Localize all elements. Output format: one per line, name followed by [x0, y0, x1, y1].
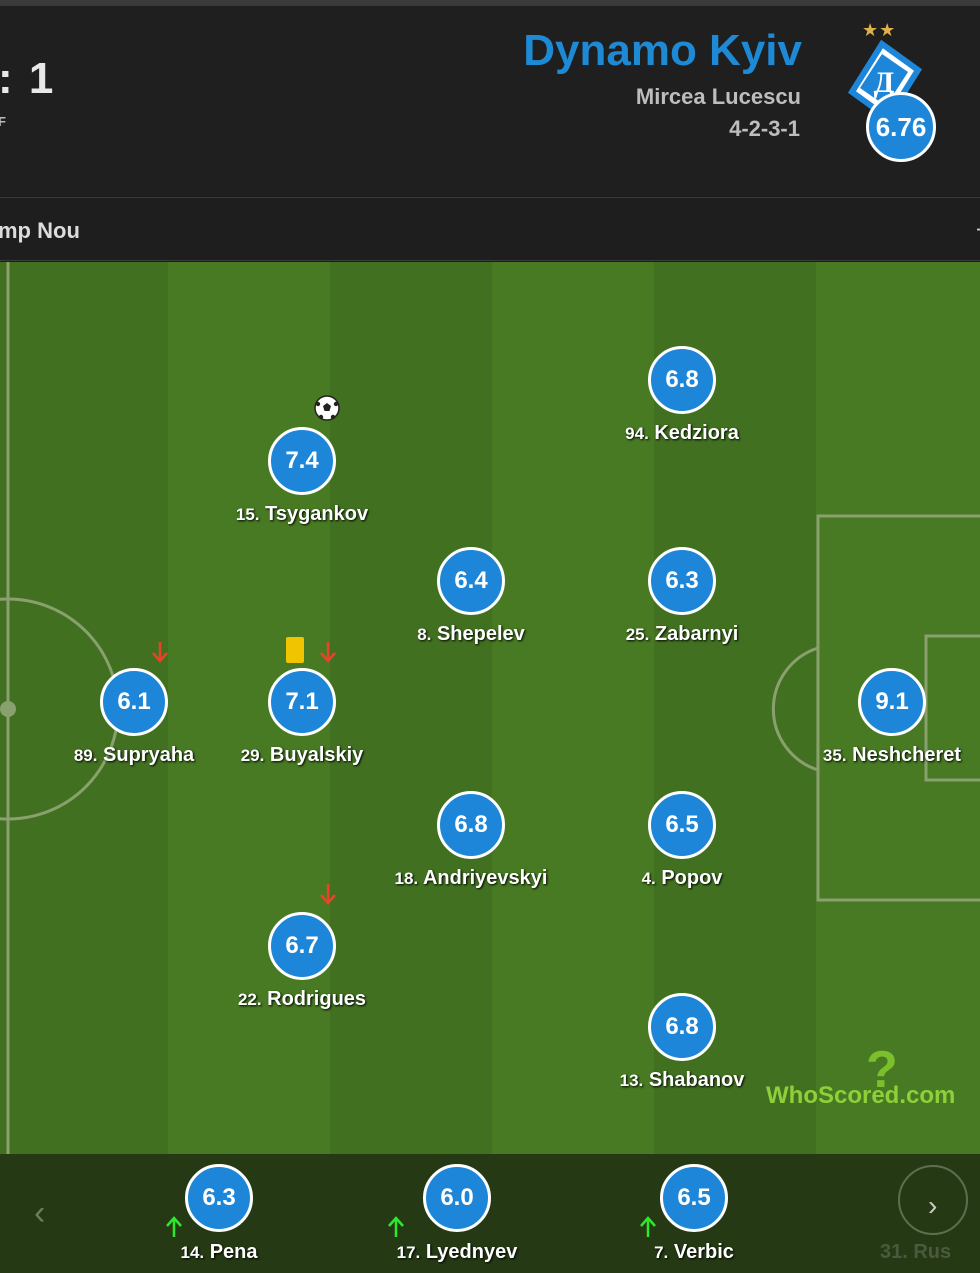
player-name: 94. Kedziora — [625, 422, 739, 444]
watermark-text: WhoScored.com — [766, 1082, 956, 1109]
sub-off-arrow-icon — [320, 884, 336, 905]
stars-icon: ★★ — [862, 20, 897, 40]
sub-verbic[interactable]: 6.5 7. Verbic — [594, 1154, 794, 1273]
score-status: F — [0, 114, 6, 129]
top-border — [0, 0, 980, 6]
player-name: 18. Andriyevskyi — [394, 867, 548, 889]
player-rating: 6.8 — [648, 346, 716, 414]
manager-name: Mircea Lucescu — [635, 84, 801, 109]
player-andriyevskyi[interactable]: 6.8 18. Andriyevskyi — [371, 791, 571, 901]
player-buyalskiy[interactable]: 7.1 29. Buyalskiy — [202, 668, 402, 778]
player-rating: 6.8 — [437, 791, 505, 859]
player-kedziora[interactable]: 6.8 94. Kedziora — [582, 346, 782, 456]
player-rating: 7.4 — [268, 427, 336, 495]
venue-trailing: - — [976, 215, 980, 243]
venue-bar: mp Nou - — [0, 197, 980, 261]
sub-off-arrow-icon — [320, 642, 336, 663]
score: : 1 — [0, 54, 56, 103]
sub-on-arrow-icon — [166, 1216, 182, 1237]
player-rating: 6.1 — [100, 668, 168, 736]
team-name[interactable]: Dynamo Kyiv — [523, 26, 802, 75]
player-name: 25. Zabarnyi — [625, 623, 739, 645]
team-rating: 6.76 — [866, 92, 936, 162]
svg-text:Д: Д — [874, 66, 895, 99]
player-shabanov[interactable]: 6.8 13. Shabanov — [582, 993, 782, 1103]
sub-faded-name: 31. Rus — [880, 1241, 952, 1263]
match-header: : 1 F Dynamo Kyiv Mircea Lucescu 4-2-3-1 — [0, 6, 980, 196]
player-name: 15. Tsygankov — [235, 503, 369, 525]
watermark-q-icon: ? — [866, 1041, 898, 1099]
sub-off-arrow-icon — [152, 642, 168, 663]
player-rating: 6.8 — [648, 993, 716, 1061]
player-rating: 6.7 — [268, 912, 336, 980]
player-name: 29. Buyalskiy — [240, 744, 364, 766]
venue-name: mp Nou — [0, 218, 80, 243]
player-rating: 6.5 — [648, 791, 716, 859]
player-zabarnyi[interactable]: 6.3 25. Zabarnyi — [582, 547, 782, 657]
player-name: 8. Shepelev — [417, 623, 525, 645]
player-name: 14. Pena — [180, 1241, 258, 1263]
player-name: 4. Popov — [641, 867, 723, 889]
player-rating: 6.3 — [648, 547, 716, 615]
next-arrow-icon[interactable]: › — [928, 1190, 938, 1221]
yellow-card-icon — [286, 637, 304, 663]
player-name: 7. Verbic — [654, 1241, 734, 1263]
sub-on-arrow-icon — [388, 1216, 404, 1237]
player-neshcheret[interactable]: 9.1 35. Neshcheret — [792, 668, 980, 778]
pitch: 6.8 94. Kedziora 7.4 15. Tsygankov 6.4 8… — [0, 262, 980, 1154]
whoscored-watermark: ? WhoScored.com — [766, 1041, 956, 1110]
player-rating: 6.3 — [185, 1164, 253, 1232]
player-popov[interactable]: 6.5 4. Popov — [582, 791, 782, 901]
player-name: 22. Rodrigues — [237, 988, 367, 1010]
sub-lyednyev[interactable]: 6.0 17. Lyednyev — [357, 1154, 557, 1273]
substitutes-bar: ‹ — [0, 1154, 980, 1273]
player-name: 13. Shabanov — [619, 1069, 745, 1091]
next-button[interactable] — [898, 1165, 968, 1235]
player-name: 35. Neshcheret — [822, 744, 962, 766]
player-rating: 7.1 — [268, 668, 336, 736]
player-rating: 6.4 — [437, 547, 505, 615]
player-name: 89. Supryaha — [73, 744, 195, 766]
prev-arrow-icon[interactable]: ‹ — [34, 1194, 46, 1232]
player-shepelev[interactable]: 6.4 8. Shepelev — [371, 547, 571, 657]
goal-ball-icon — [314, 395, 340, 421]
sub-on-arrow-icon — [640, 1216, 656, 1237]
player-tsygankov[interactable]: 7.4 15. Tsygankov — [202, 427, 402, 537]
player-rating: 6.0 — [423, 1164, 491, 1232]
formation: 4-2-3-1 — [729, 116, 800, 141]
player-rating: 6.5 — [660, 1164, 728, 1232]
player-rating: 9.1 — [858, 668, 926, 736]
player-supryaha[interactable]: 6.1 89. Supryaha — [34, 668, 234, 778]
player-name: 17. Lyednyev — [396, 1241, 518, 1263]
sub-pena[interactable]: 6.3 14. Pena — [119, 1154, 319, 1273]
player-rodrigues[interactable]: 6.7 22. Rodrigues — [202, 912, 402, 1022]
